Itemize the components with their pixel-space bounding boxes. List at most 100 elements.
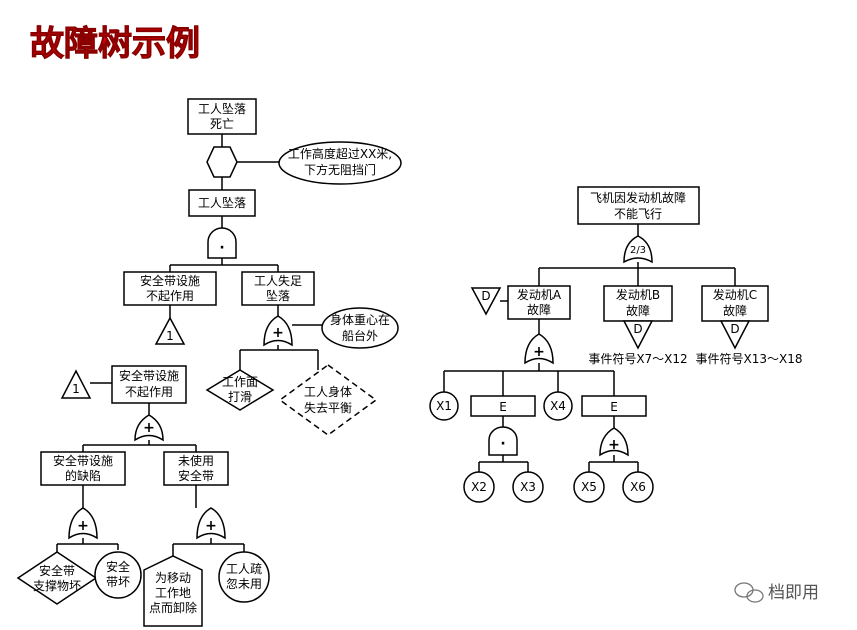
- svg-text:安全: 安全: [106, 559, 130, 574]
- svg-text:的缺陷: 的缺陷: [65, 468, 101, 483]
- or-gate-belt: +: [134, 414, 164, 442]
- wechat-icon: [734, 582, 764, 603]
- condition-center-gravity: 身体重心在 船台外: [321, 307, 399, 349]
- or-gate-engine-a: +: [524, 333, 554, 365]
- svg-text:E: E: [610, 400, 618, 414]
- svg-text:工人坠落: 工人坠落: [198, 102, 246, 116]
- svg-text:点而卸除: 点而卸除: [149, 600, 197, 615]
- transfer-in-triangle: 1: [154, 316, 186, 345]
- or-gate-e2: +: [599, 427, 629, 457]
- svg-text:X5: X5: [581, 480, 597, 494]
- intermediate-e-2: E: [581, 395, 647, 417]
- note-engine-b: 事件符号X7～X12: [588, 351, 687, 366]
- svg-text:打滑: 打滑: [228, 390, 252, 404]
- or-gate-not-used: +: [196, 507, 226, 540]
- svg-text:安全带设施: 安全带设施: [119, 368, 179, 383]
- svg-text:船台外: 船台外: [342, 328, 378, 343]
- basic-event-x3: X3: [512, 471, 544, 503]
- svg-text:故障: 故障: [723, 303, 747, 318]
- svg-text:D: D: [730, 322, 739, 336]
- svg-text:E: E: [499, 400, 507, 414]
- svg-text:+: +: [143, 420, 155, 436]
- svg-text:未使用: 未使用: [178, 453, 214, 468]
- note-engine-c: 事件符号X13～X18: [696, 351, 803, 366]
- svg-text:1: 1: [166, 329, 174, 343]
- transfer-d-triangle-a: D: [470, 287, 502, 316]
- svg-text:D: D: [481, 289, 490, 303]
- svg-text:飞机因发动机故障: 飞机因发动机故障: [590, 190, 686, 205]
- or-gate-defect: +: [68, 507, 98, 540]
- svg-text:X2: X2: [471, 480, 487, 494]
- svg-text:2/3: 2/3: [630, 245, 646, 256]
- and-gate-e1: ·: [488, 426, 518, 456]
- svg-text:故障: 故障: [626, 303, 650, 318]
- svg-text:工作面: 工作面: [222, 375, 258, 389]
- svg-text:发动机C: 发动机C: [713, 287, 757, 302]
- svg-text:+: +: [533, 344, 545, 360]
- svg-text:工作高度超过XX米,: 工作高度超过XX米,: [288, 146, 392, 161]
- svg-text:X1: X1: [436, 399, 452, 413]
- event-slip-diamond: 工作面 打滑: [205, 369, 275, 411]
- or-gate-misstep: +: [263, 315, 293, 347]
- event-support-broken: 安全带 支撑物坏: [16, 551, 98, 605]
- svg-text:故障: 故障: [527, 302, 551, 317]
- svg-text:+: +: [272, 325, 284, 341]
- svg-text:工作地: 工作地: [155, 586, 191, 600]
- svg-text:工人疏: 工人疏: [226, 561, 262, 576]
- svg-text:+: +: [205, 518, 217, 534]
- svg-text:D: D: [633, 322, 642, 336]
- svg-text:支撑物坏: 支撑物坏: [33, 578, 81, 593]
- left-tree-connectors: [56, 134, 324, 556]
- basic-event-x4: X4: [543, 391, 573, 421]
- svg-text:不能飞行: 不能飞行: [614, 207, 662, 221]
- event-belt-defect: 安全带设施 的缺陷: [40, 451, 126, 486]
- and-gate-top: ·: [207, 227, 237, 259]
- svg-text:工人身体: 工人身体: [304, 384, 352, 399]
- svg-text:X6: X6: [630, 480, 646, 494]
- event-neglect: 工人疏 忽未用: [218, 551, 270, 603]
- svg-text:下方无阻挡门: 下方无阻挡门: [304, 162, 376, 177]
- svg-text:死亡: 死亡: [210, 117, 234, 131]
- svg-text:+: +: [608, 437, 620, 453]
- right-tree-connectors: [443, 224, 736, 472]
- svg-text:不起作用: 不起作用: [146, 289, 194, 303]
- condition-height-ellipse: 工作高度超过XX米, 下方无阻挡门: [278, 141, 402, 185]
- basic-event-x6: X6: [622, 471, 654, 503]
- event-belt-fail-sub: 安全带设施 不起作用: [111, 365, 187, 404]
- svg-text:·: ·: [500, 436, 505, 452]
- svg-text:发动机B: 发动机B: [616, 287, 660, 302]
- svg-text:忽未用: 忽未用: [226, 576, 262, 591]
- svg-text:1: 1: [72, 382, 80, 396]
- svg-text:·: ·: [219, 240, 224, 256]
- event-belt-not-used: 未使用 安全带: [163, 451, 229, 486]
- page-title: 故障树示例: [30, 24, 200, 64]
- event-misstep: 工人失足 坠落: [241, 271, 315, 306]
- basic-event-x2: X2: [463, 471, 495, 503]
- top-event-fall-death: 工人坠落 死亡: [187, 98, 257, 135]
- event-belt-fail: 安全带设施 不起作用: [123, 271, 217, 306]
- inhibit-gate: [206, 146, 238, 178]
- svg-text:带坏: 带坏: [106, 575, 130, 589]
- transfer-out-triangle: 1: [60, 369, 92, 399]
- voting-gate-2-of-3: 2/3: [623, 235, 653, 264]
- svg-text:身体重心在: 身体重心在: [330, 312, 390, 327]
- svg-text:不起作用: 不起作用: [125, 385, 173, 399]
- svg-text:X3: X3: [520, 480, 536, 494]
- svg-text:失去平衡: 失去平衡: [304, 400, 352, 415]
- event-lose-balance-dashed: 工人身体 失去平衡: [278, 364, 378, 436]
- svg-text:安全带设施: 安全带设施: [53, 453, 113, 468]
- svg-text:安全带设施: 安全带设施: [140, 273, 200, 288]
- svg-text:工人坠落: 工人坠落: [198, 196, 246, 210]
- basic-event-x5: X5: [573, 471, 605, 503]
- svg-text:工人失足: 工人失足: [254, 273, 302, 288]
- intermediate-e-1: E: [470, 395, 536, 417]
- svg-text:发动机A: 发动机A: [517, 287, 562, 302]
- event-worker-falls: 工人坠落: [188, 189, 256, 217]
- watermark-text: 档即用: [768, 583, 819, 603]
- top-event-aircraft: 飞机因发动机故障 不能飞行: [577, 186, 700, 225]
- svg-text:安全带: 安全带: [39, 563, 75, 578]
- svg-text:坠落: 坠落: [266, 289, 290, 303]
- event-belt-broken: 安全 带坏: [94, 551, 142, 599]
- svg-text:X4: X4: [550, 399, 566, 413]
